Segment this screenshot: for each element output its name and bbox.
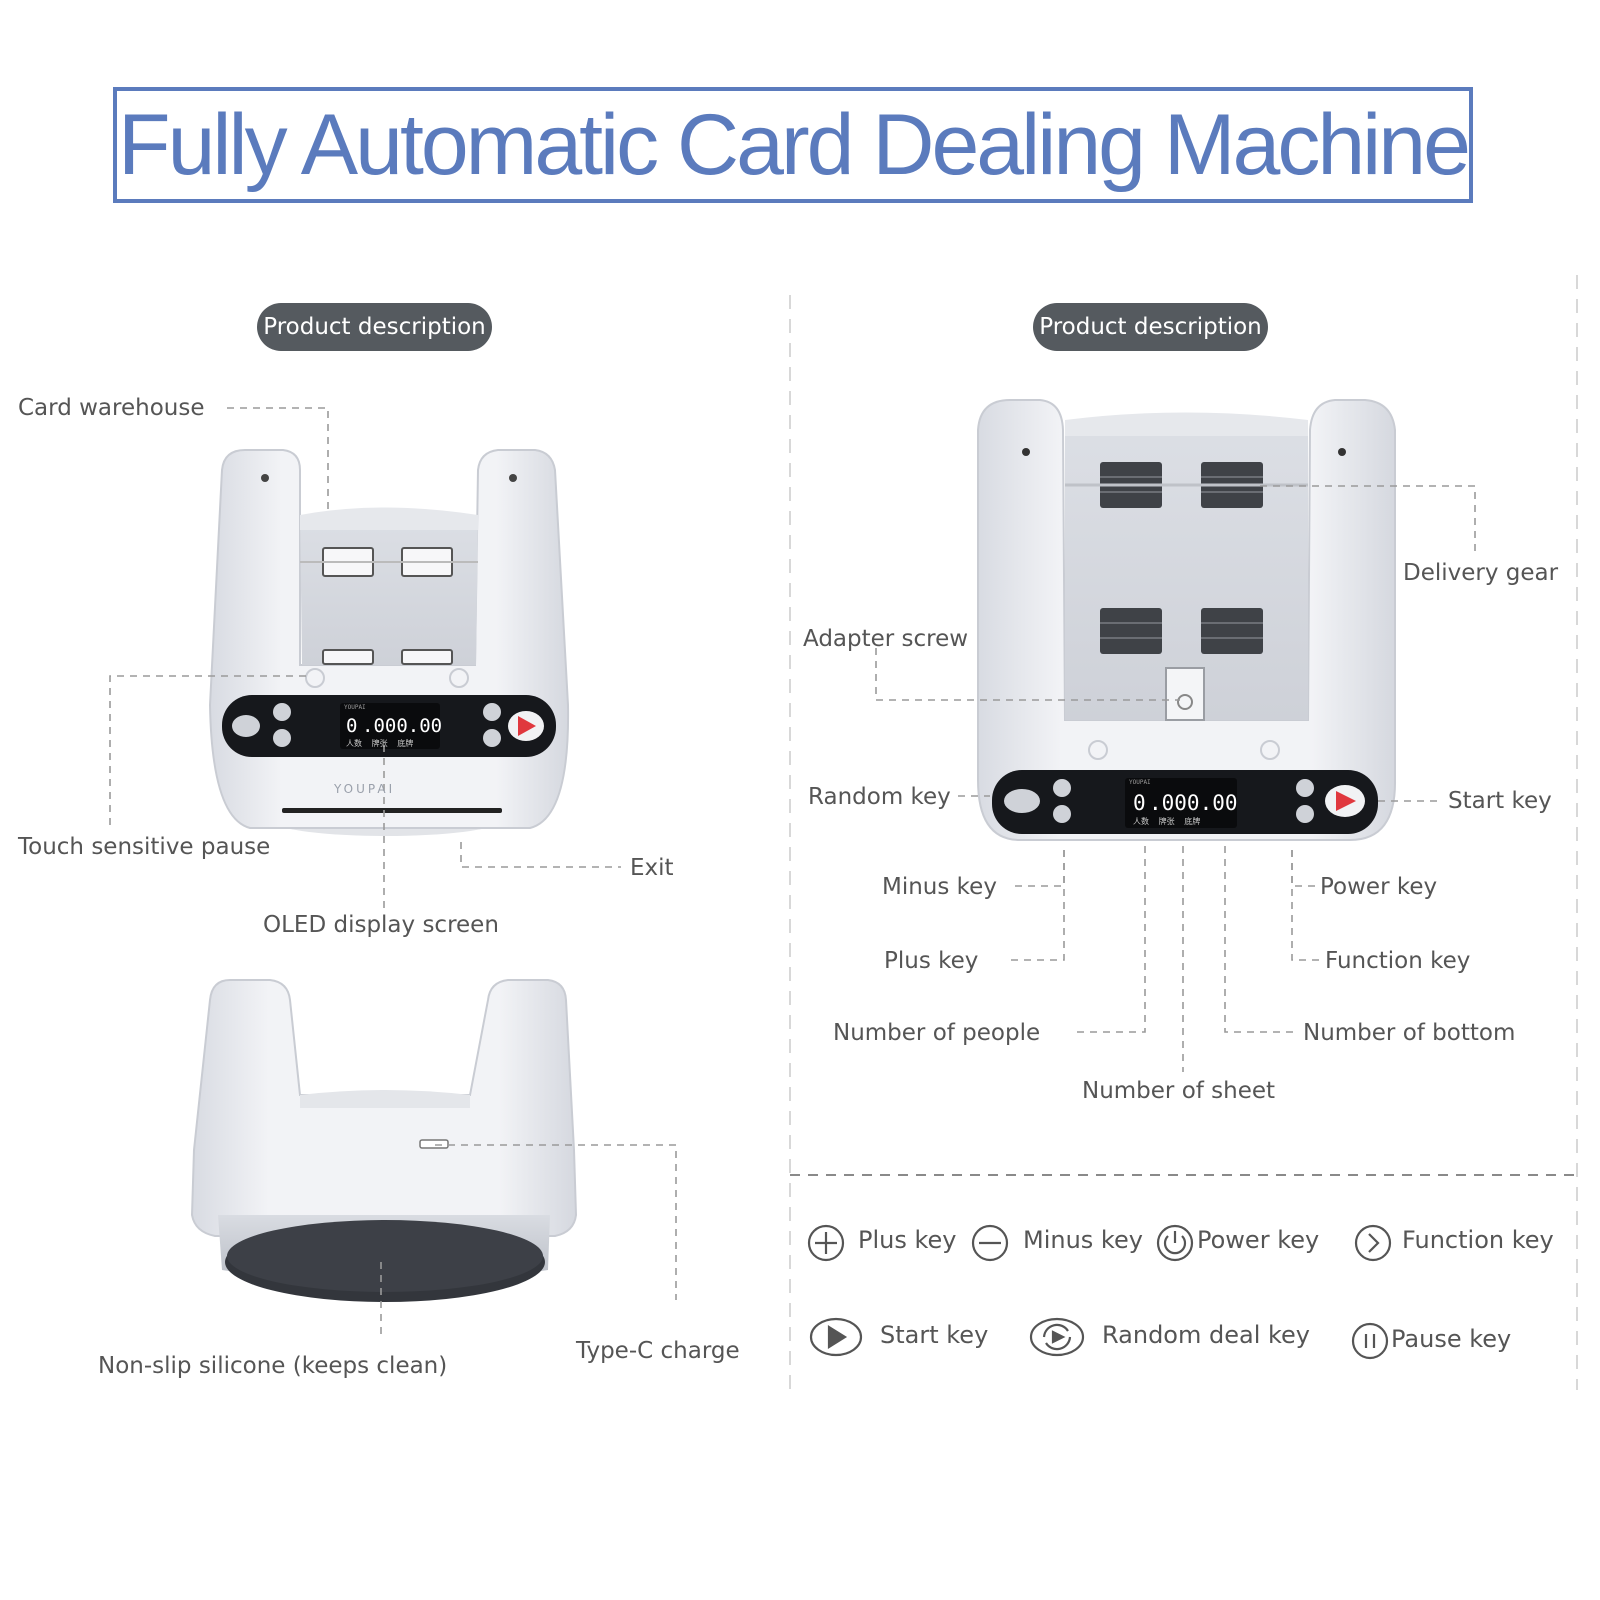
callout-minus-key: Minus key — [882, 874, 997, 900]
legend-label: Start key — [880, 1321, 989, 1349]
title-frame: Fully Automatic Card Dealing Machine — [113, 87, 1473, 203]
callout-delivery-gear: Delivery gear — [1403, 560, 1559, 586]
display-count-a: 0 — [1133, 791, 1146, 815]
display-sub-labels: 人数 牌张 底牌 — [346, 739, 414, 748]
callout-exit: Exit — [630, 855, 674, 881]
callout-start-key: Start key — [1448, 788, 1552, 814]
legend-item-plus: Plus key — [858, 1226, 957, 1254]
right-device-display: YOUPAI 0 .000.00 人数 牌张 底牌 — [1125, 778, 1238, 828]
callout-number-sheet: Number of sheet — [1082, 1078, 1276, 1104]
callout-adapter-screw: Adapter screw — [803, 626, 969, 652]
legend-item-function: Function key — [1402, 1226, 1554, 1254]
legend-item-minus: Minus key — [1023, 1226, 1143, 1254]
legend-item-random: Random deal key — [1102, 1321, 1310, 1349]
legend-label: Plus key — [858, 1226, 957, 1254]
left-device-front — [208, 449, 570, 836]
legend-random-icon — [1029, 1317, 1085, 1357]
legend-plus-icon — [807, 1224, 845, 1262]
legend-label: Power key — [1197, 1226, 1320, 1254]
callout-plus-key: Plus key — [884, 948, 979, 974]
legend-label: Minus key — [1023, 1226, 1143, 1254]
callout-touch-pause: Touch sensitive pause — [18, 834, 271, 860]
callout-non-slip: Non-slip silicone (keeps clean) — [98, 1353, 448, 1379]
display-sub-labels: 人数 牌张 底牌 — [1133, 817, 1201, 826]
legend-label: Function key — [1402, 1226, 1554, 1254]
legend-play-icon — [809, 1317, 863, 1357]
display-brand: YOUPAI — [344, 704, 366, 711]
legend-item-pause: Pause key — [1391, 1325, 1511, 1353]
callout-card-warehouse: Card warehouse — [18, 395, 205, 421]
legend-power-icon — [1156, 1224, 1194, 1262]
left-device-brand: YOUPAI — [334, 782, 396, 796]
callout-number-bottom: Number of bottom — [1303, 1020, 1516, 1046]
section-label-left: Product description — [257, 303, 492, 351]
legend-chevron-right-icon — [1354, 1224, 1392, 1262]
callout-function-key: Function key — [1325, 948, 1471, 974]
page-title: Fully Automatic Card Dealing Machine — [118, 97, 1471, 193]
callout-power-key: Power key — [1320, 874, 1438, 900]
display-count-b: .000.00 — [1149, 791, 1238, 815]
legend-item-start: Start key — [880, 1321, 988, 1349]
display-count-b: .000.00 — [362, 715, 443, 737]
callout-oled: OLED display screen — [263, 912, 499, 938]
leader-lines — [109, 407, 1476, 1340]
callout-type-c: Type-C charge — [576, 1338, 740, 1364]
display-brand: YOUPAI — [1129, 779, 1151, 786]
legend-label: Pause key — [1391, 1325, 1512, 1353]
legend-item-power: Power key — [1197, 1226, 1319, 1254]
section-label-right: Product description — [1033, 303, 1268, 351]
callout-random-key: Random key — [808, 784, 951, 810]
legend-minus-icon — [971, 1224, 1009, 1262]
panel-dividers — [789, 275, 1578, 1390]
callout-number-people: Number of people — [833, 1020, 1041, 1046]
left-device-bottom — [190, 979, 578, 1302]
legend-label: Random deal key — [1102, 1321, 1311, 1349]
legend-pause-icon — [1351, 1322, 1389, 1360]
left-device-display: YOUPAI 0 .000.00 人数 牌张 底牌 — [340, 703, 443, 749]
display-count-a: 0 — [346, 715, 358, 737]
right-device-top — [977, 399, 1397, 841]
